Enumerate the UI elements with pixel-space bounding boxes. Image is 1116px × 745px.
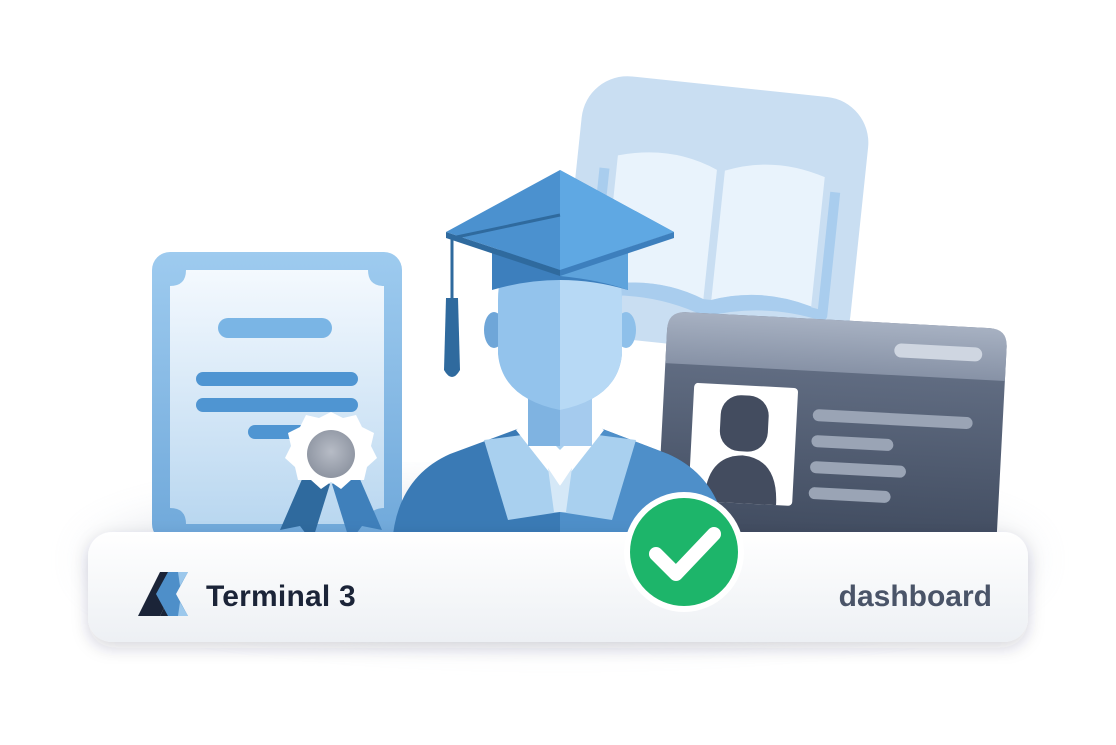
dashboard-label: dashboard (838, 580, 992, 613)
check-icon (624, 492, 744, 612)
id-card-icon (657, 312, 1007, 550)
terminal3-logo-icon (138, 572, 188, 616)
brand-name: Terminal 3 (206, 580, 356, 613)
base-panel (88, 532, 1028, 642)
book-icon (563, 76, 869, 358)
certificate-icon (152, 252, 402, 542)
